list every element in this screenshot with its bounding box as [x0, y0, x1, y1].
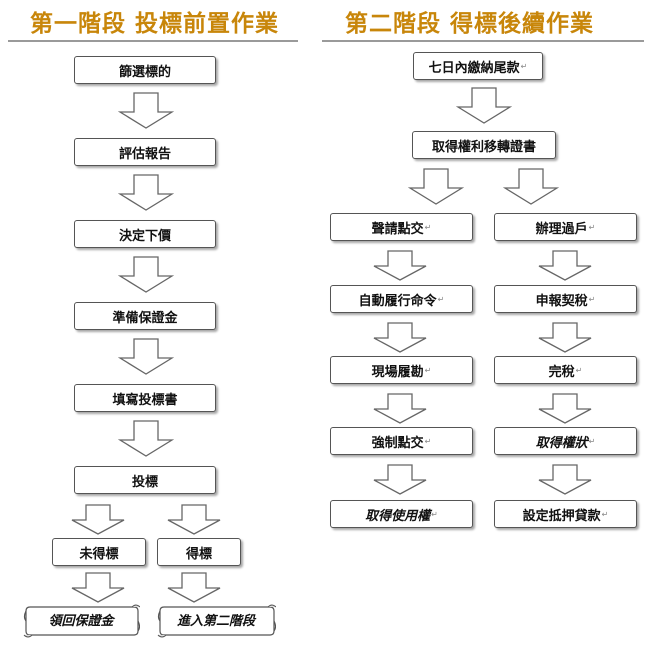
step-label: 投標 — [131, 474, 158, 490]
paragraph-mark: ↵ — [437, 294, 445, 304]
paragraph-mark: ↵ — [588, 222, 596, 232]
down-arrow-icon — [373, 322, 427, 353]
down-arrow-icon — [118, 420, 174, 457]
step-decide-bid: 決定下價 — [74, 220, 216, 248]
paragraph-mark: ↵ — [601, 509, 609, 519]
down-arrow-icon — [456, 87, 512, 124]
down-arrow-icon — [167, 504, 221, 535]
down-arrow-icon — [71, 572, 125, 603]
step-label: 取得權利移轉證書 — [431, 139, 536, 155]
step-label: 評估報告 — [118, 146, 171, 162]
step-fill-bid-form: 填寫投標書 — [74, 384, 216, 412]
step-evaluation-report: 評估報告 — [74, 138, 216, 166]
step-label: 七日內繳納尾款 — [428, 60, 520, 76]
step-label: 決定下價 — [118, 228, 171, 244]
step-label: 強制點交 — [371, 435, 424, 451]
outcome-label: 領回保證金 — [48, 613, 114, 629]
step-label: 篩選標的 — [118, 64, 171, 80]
paragraph-mark: ↵ — [424, 365, 432, 375]
outcome-label: 進入第二階段 — [176, 613, 255, 629]
down-arrow-icon — [167, 572, 221, 603]
step-label: 取得權狀 — [535, 435, 588, 451]
down-arrow-icon — [373, 250, 427, 281]
outcome-scroll-enter-stage2: 進入第二階段 — [156, 604, 276, 638]
scroll-shape — [23, 604, 140, 638]
step-label: 填寫投標書 — [112, 392, 178, 408]
down-arrow-icon — [408, 168, 464, 205]
step-label: 聲請點交 — [371, 221, 424, 237]
step-obtain-certificate: 取得權利移轉證書 — [412, 131, 556, 159]
step-site-inspection: 現場履勘↵ — [330, 356, 473, 384]
down-arrow-icon — [503, 168, 559, 205]
down-arrow-icon — [538, 464, 592, 495]
step-bid: 投標 — [74, 466, 216, 494]
paragraph-mark: ↵ — [520, 61, 528, 71]
paragraph-mark: ↵ — [588, 294, 596, 304]
step-label: 現場履勘 — [371, 364, 424, 380]
step-auto-performance-order: 自動履行命令↵ — [330, 285, 473, 313]
down-arrow-icon — [373, 393, 427, 424]
step-transfer-ownership: 辦理過戶↵ — [494, 213, 637, 241]
step-label: 申報契稅 — [535, 293, 588, 309]
down-arrow-icon — [538, 250, 592, 281]
branch-not-won: 未得標 — [52, 538, 146, 566]
stage1-title: 第一階段 投標前置作業 — [30, 10, 280, 37]
step-label: 準備保證金 — [112, 310, 178, 326]
down-arrow-icon — [71, 504, 125, 535]
paragraph-mark: ↵ — [424, 222, 432, 232]
step-prepare-deposit: 準備保證金 — [74, 302, 216, 330]
step-declare-deed-tax: 申報契稅↵ — [494, 285, 637, 313]
step-pay-tax: 完稅↵ — [494, 356, 637, 384]
branch-label: 未得標 — [79, 546, 119, 562]
step-label: 完稅 — [548, 364, 575, 380]
step-mortgage-loan: 設定抵押貸款↵ — [494, 500, 637, 528]
scroll-shape — [157, 604, 276, 638]
outcome-scroll-return-deposit: 領回保證金 — [22, 604, 140, 638]
down-arrow-icon — [118, 338, 174, 375]
down-arrow-icon — [118, 174, 174, 211]
step-label: 自動履行命令 — [358, 293, 437, 309]
down-arrow-icon — [538, 393, 592, 424]
down-arrow-icon — [118, 92, 174, 129]
step-apply-handover: 聲請點交↵ — [330, 213, 473, 241]
paragraph-mark: ↵ — [431, 509, 438, 519]
paragraph-mark: ↵ — [575, 365, 583, 375]
step-pay-balance: 七日內繳納尾款↵ — [413, 52, 543, 80]
down-arrow-icon — [538, 322, 592, 353]
branch-label: 得標 — [185, 546, 212, 562]
step-label: 辦理過戶 — [535, 221, 588, 237]
step-obtain-title-deed: 取得權狀↵ — [494, 427, 637, 455]
paragraph-mark: ↵ — [424, 436, 432, 446]
step-label: 設定抵押貸款 — [522, 508, 601, 524]
stage2-title-rule — [322, 40, 644, 42]
branch-won: 得標 — [157, 538, 241, 566]
step-screen-target: 篩選標的 — [74, 56, 216, 84]
step-label: 取得使用權 — [365, 508, 431, 524]
down-arrow-icon — [118, 256, 174, 293]
stage2-title: 第二階段 得標後續作業 — [345, 10, 595, 37]
down-arrow-icon — [373, 464, 427, 495]
paragraph-mark: ↵ — [588, 436, 596, 446]
step-obtain-use-right: 取得使用權↵ — [330, 500, 473, 528]
step-forced-handover: 強制點交↵ — [330, 427, 473, 455]
stage1-title-rule — [8, 40, 298, 42]
